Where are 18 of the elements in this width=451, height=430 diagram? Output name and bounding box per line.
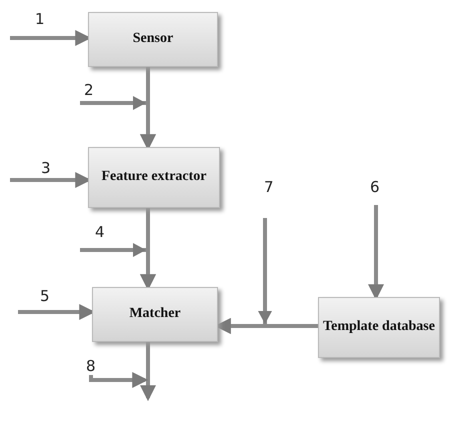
process-box: [92, 287, 218, 342]
box-label: Template database: [323, 318, 435, 336]
box-label: Sensor: [132, 30, 174, 48]
process-box: [88, 147, 220, 208]
arrow: [89, 372, 148, 388]
box-label: Matcher: [129, 305, 181, 324]
edge-label: 1: [35, 12, 45, 27]
process-box: [88, 12, 218, 67]
edge-label: 4: [95, 225, 105, 240]
edge-label: 3: [41, 161, 51, 176]
number-label: 8: [86, 359, 96, 374]
arrow: [140, 342, 156, 402]
edge-label: 6: [370, 180, 380, 195]
process-box: [318, 297, 440, 358]
edge-label: 2: [84, 83, 94, 98]
edge-label: 7: [264, 180, 274, 195]
box-label: Feature extractor: [101, 168, 207, 186]
edge-label: 5: [40, 289, 50, 304]
